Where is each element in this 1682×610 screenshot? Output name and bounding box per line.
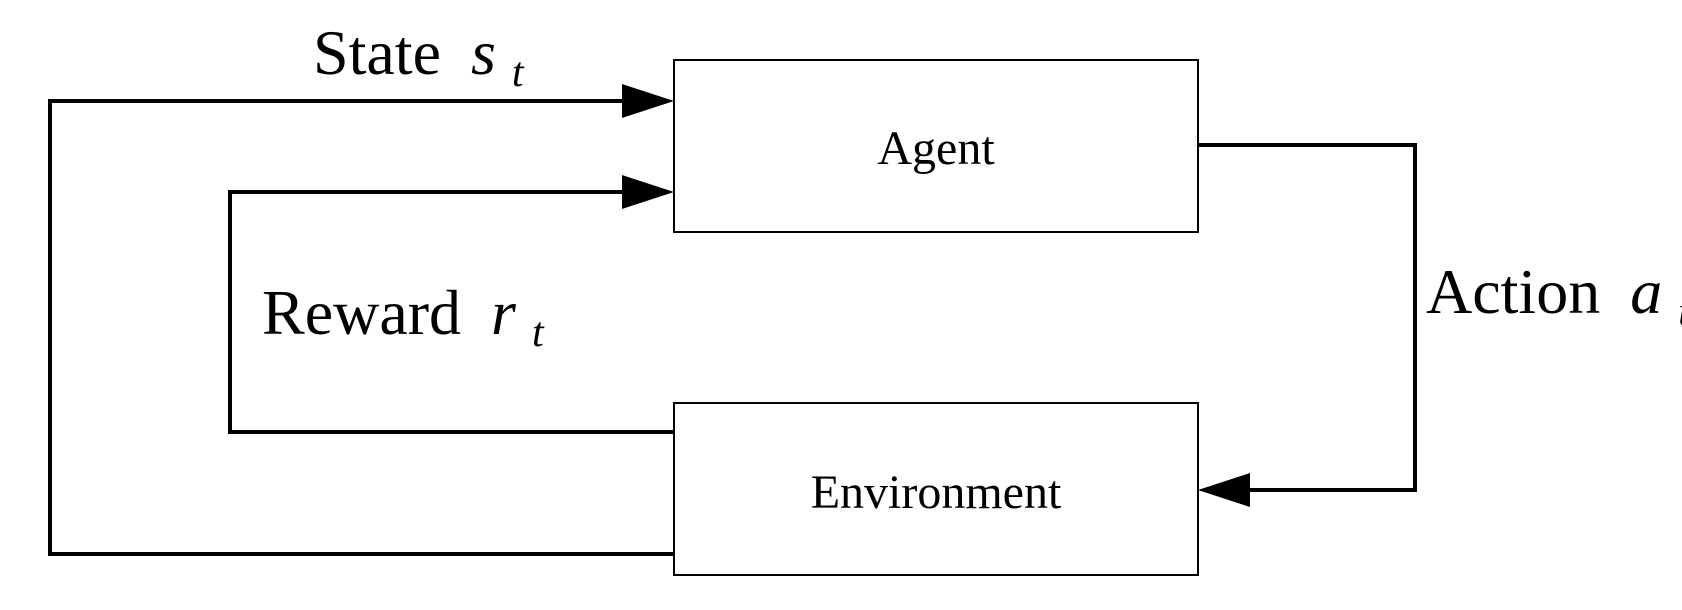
- state-arrowhead: [622, 84, 674, 118]
- reward-symbol: r: [491, 277, 517, 348]
- reward-arrowhead: [622, 175, 674, 209]
- state-label: State s t: [313, 17, 525, 96]
- state-word: State: [313, 17, 441, 88]
- action-label: Action a t: [1426, 256, 1682, 335]
- state-edge: State s t: [48, 17, 674, 556]
- agent-label: Agent: [877, 122, 995, 175]
- agent-node: Agent: [673, 59, 1199, 233]
- state-symbol: s: [471, 17, 496, 88]
- action-word: Action: [1426, 256, 1600, 327]
- reward-edge: Reward r t: [228, 175, 674, 434]
- state-wire: [48, 99, 674, 556]
- environment-box: [673, 402, 1199, 576]
- environment-label: Environment: [811, 466, 1062, 519]
- action-wire: [1198, 143, 1417, 492]
- action-edge: Action a t: [1198, 143, 1682, 507]
- action-arrowhead: [1198, 473, 1250, 507]
- reward-subscript: t: [532, 310, 545, 356]
- environment-node: Environment: [673, 402, 1199, 576]
- reward-word: Reward: [262, 277, 461, 348]
- reward-wire: [228, 190, 674, 434]
- agent-box: [673, 59, 1199, 233]
- action-symbol: a: [1630, 256, 1662, 327]
- state-subscript: t: [512, 50, 525, 96]
- action-subscript: t: [1678, 289, 1682, 335]
- reward-label: Reward r t: [262, 277, 545, 356]
